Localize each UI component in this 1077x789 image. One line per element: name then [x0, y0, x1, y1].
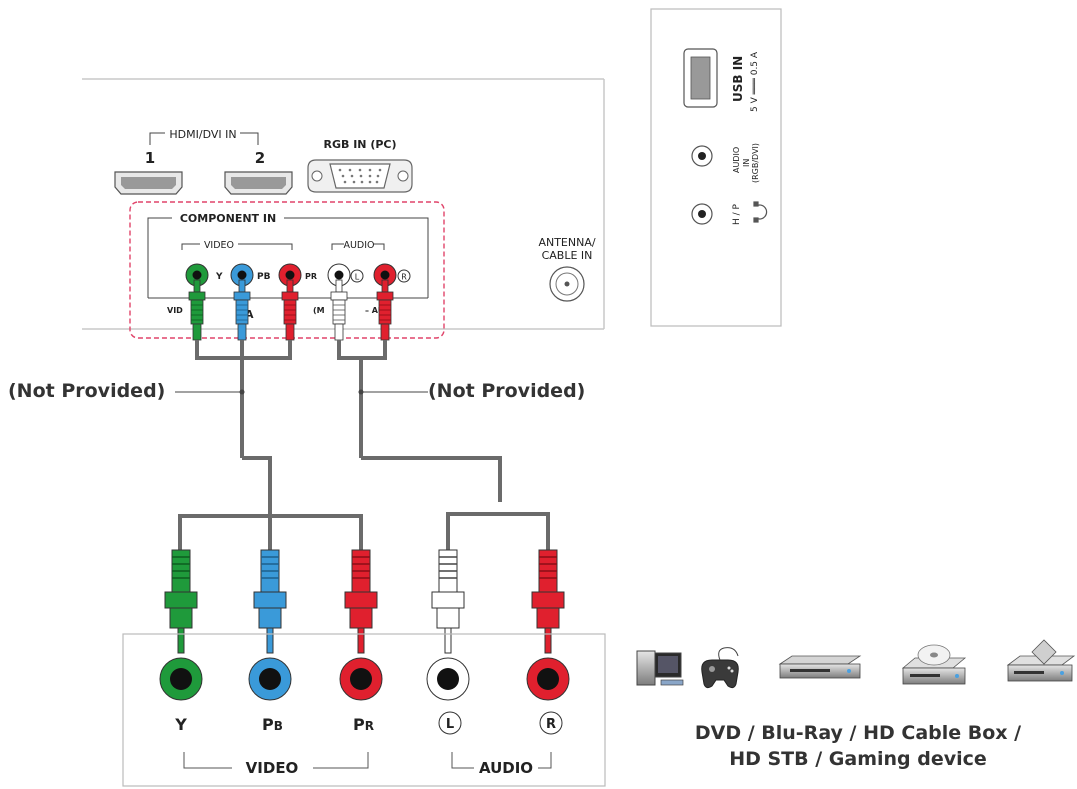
hdmi-label: HDMI/DVI IN	[169, 128, 236, 141]
device-pb-label: PB	[262, 715, 283, 734]
device-caption: DVD / Blu-Ray / HD Cable Box / HD STB / …	[640, 720, 1076, 772]
tv-under-vid: VID	[167, 306, 183, 315]
bluray-player-icon	[778, 655, 862, 679]
tv-l-label: L	[355, 273, 360, 282]
side-panel: USB IN 5 V ═══ 0.5 A AUDIO IN (RGB/DVI) …	[650, 8, 782, 327]
antenna-label-line2: CABLE IN	[542, 249, 593, 262]
set-top-box-icon	[1006, 639, 1076, 682]
device-y-label: Y	[174, 715, 187, 734]
device-audio-label: AUDIO	[479, 759, 533, 777]
device-video-label: VIDEO	[246, 759, 299, 777]
usb-power-label: 5 V ═══ 0.5 A	[750, 51, 760, 112]
device-plugs	[164, 549, 565, 654]
device-jacks	[159, 657, 570, 701]
gamepad-icon	[701, 647, 739, 689]
tv-back-panel	[82, 78, 605, 330]
audio-in-label-3: (RGB/DVI)	[751, 143, 760, 183]
device-caption-line2: HD STB / Gaming device	[729, 748, 987, 770]
not-provided-leaders	[175, 389, 428, 395]
usb-label: USB IN	[731, 56, 745, 102]
tv-under-mono: (M	[313, 306, 325, 315]
device-jack-labels: Y PB PR L R VIDEO AUDIO	[174, 711, 563, 777]
tv-pb-label: PB	[257, 272, 271, 282]
device-output-panel	[122, 633, 606, 787]
antenna-label-line1: ANTENNA/	[538, 236, 595, 249]
device-l-label: L	[446, 717, 454, 732]
tv-r-label: R	[401, 273, 407, 282]
audio-in-label-1: AUDIO	[732, 147, 741, 173]
tv-plugs	[188, 279, 394, 341]
computer-icon	[636, 650, 684, 686]
tv-audio-label: AUDIO	[343, 240, 374, 251]
hdmi-port-2-label: 2	[255, 149, 265, 167]
not-provided-left-label: (Not Provided)	[8, 380, 166, 402]
tv-video-label: VIDEO	[204, 240, 234, 251]
component-label: COMPONENT IN	[180, 212, 276, 225]
dvd-player-icon	[901, 644, 967, 685]
rgb-label: RGB IN (PC)	[323, 138, 396, 151]
device-pr-label: PR	[353, 715, 374, 734]
audio-in-label-2: IN	[742, 159, 751, 167]
hdmi-port-1-label: 1	[145, 149, 155, 167]
hp-label: H / P	[732, 203, 742, 225]
device-caption-line1: DVD / Blu-Ray / HD Cable Box /	[694, 722, 1022, 744]
hdmi-dvi-in-group: HDMI/DVI IN 1 2	[114, 128, 293, 195]
headphone-icon	[753, 201, 768, 223]
tv-y-label: Y	[215, 272, 223, 282]
device-r-label: R	[546, 717, 556, 732]
rgb-in-group: RGB IN (PC)	[307, 138, 413, 193]
not-provided-right-label: (Not Provided)	[428, 380, 586, 402]
tv-under-audio: – AU	[365, 306, 384, 315]
cable-wires	[178, 340, 550, 550]
antenna-cable-in-group: ANTENNA/ CABLE IN	[538, 236, 596, 302]
component-in-highlight	[129, 201, 445, 339]
tv-under-a: A	[245, 308, 254, 321]
tv-pr-label: PR	[305, 272, 317, 281]
